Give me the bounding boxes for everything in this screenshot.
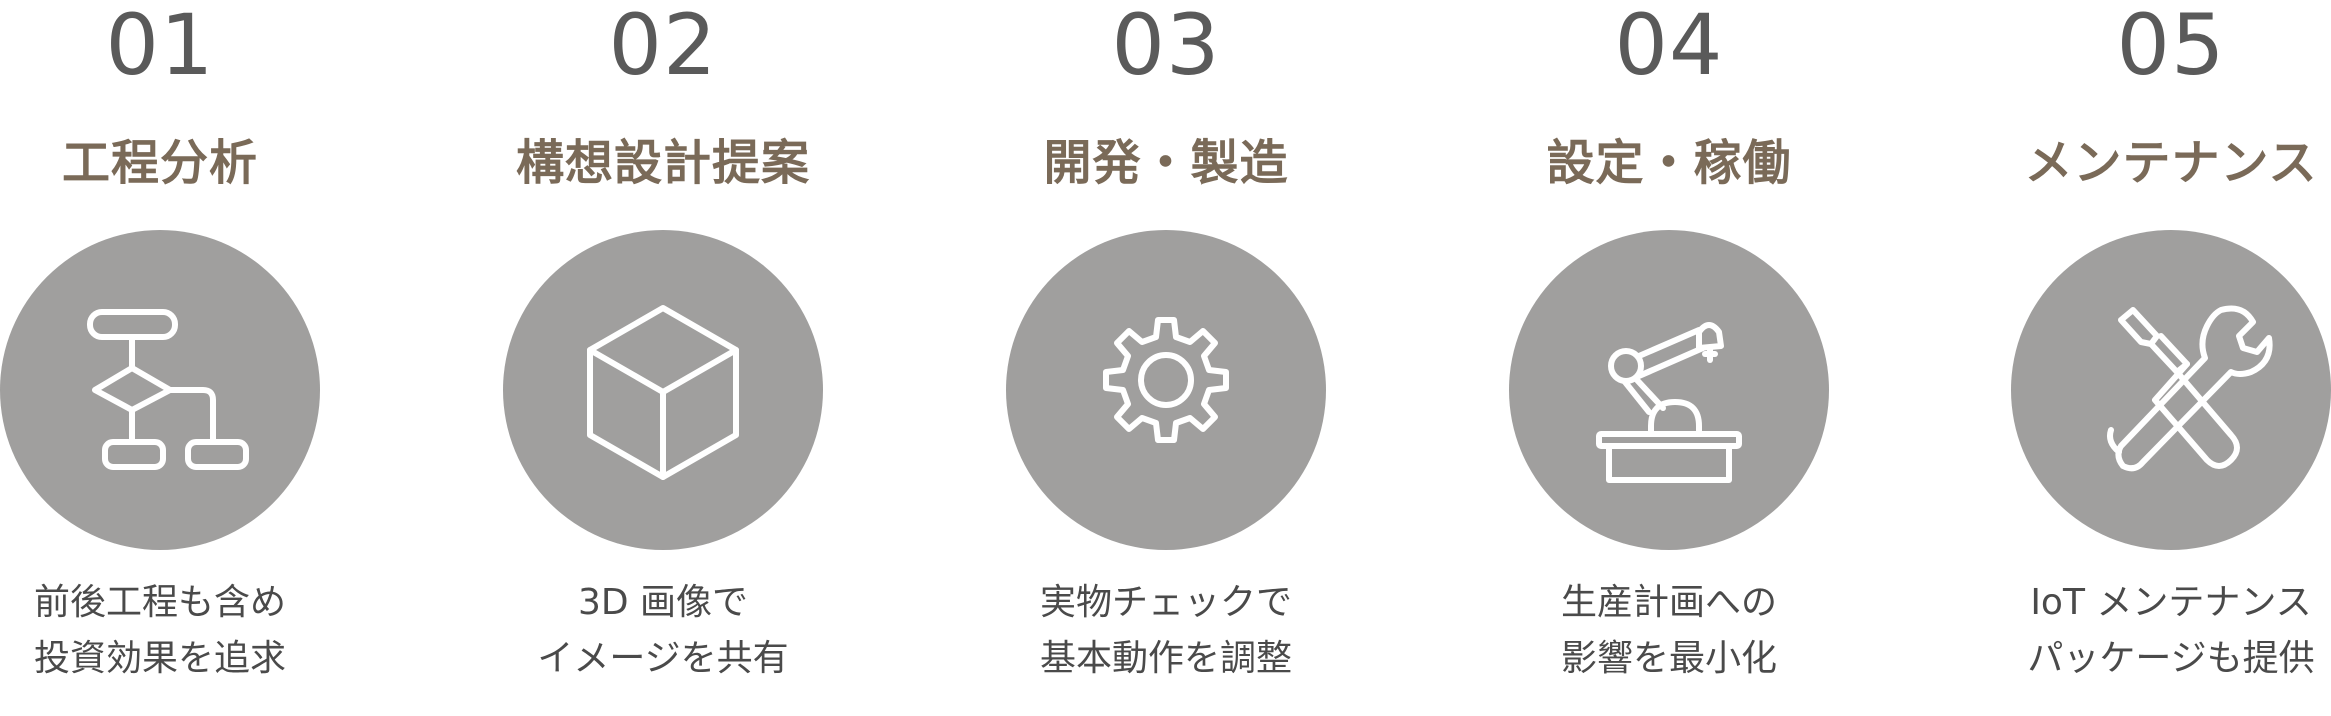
step-icon-circle bbox=[1006, 230, 1326, 550]
step-description-line: IoT メンテナンス bbox=[2030, 582, 2312, 623]
step-description-line: 基本動作を調整 bbox=[1039, 638, 1292, 679]
tools-icon bbox=[2107, 305, 2273, 472]
step-icon-circle bbox=[1509, 230, 1829, 550]
step-number: 05 bbox=[2116, 0, 2226, 94]
step-description-line: 生産計画への bbox=[1560, 582, 1777, 623]
step-number: 01 bbox=[105, 0, 215, 94]
step-description-line: 影響を最小化 bbox=[1560, 638, 1777, 679]
step-number: 03 bbox=[1111, 0, 1221, 94]
step-title: メンテナンス bbox=[2024, 135, 2318, 191]
step-description: IoT メンテナンス パッケージも提供 bbox=[1951, 575, 2331, 687]
step-description-line: 3D 画像で bbox=[577, 582, 749, 623]
flowchart-icon bbox=[87, 309, 249, 470]
step-description-line: パッケージも提供 bbox=[2027, 638, 2315, 679]
step-4: 04 設定・稼働 生産計画への 影響を最小化 bbox=[1449, 0, 1889, 716]
step-title: 開発・製造 bbox=[1043, 135, 1289, 191]
step-title: 設定・稼働 bbox=[1546, 135, 1792, 191]
step-description: 3D 画像で イメージを共有 bbox=[443, 575, 883, 687]
step-icon-circle bbox=[503, 230, 823, 550]
cube-icon bbox=[587, 305, 739, 480]
step-description-line: 実物チェックで bbox=[1039, 582, 1292, 623]
step-2: 02 構想設計提案 3D 画像で イメージを共有 bbox=[443, 0, 883, 716]
step-3: 03 開発・製造 実物チェックで 基本動作を調整 bbox=[946, 0, 1386, 716]
step-description-line: イメージを共有 bbox=[537, 638, 789, 679]
step-icon-circle bbox=[2011, 230, 2331, 550]
gear-icon bbox=[1103, 317, 1229, 443]
step-number: 04 bbox=[1614, 0, 1724, 94]
step-title: 構想設計提案 bbox=[515, 135, 810, 191]
step-title: 工程分析 bbox=[61, 135, 258, 191]
step-description: 実物チェックで 基本動作を調整 bbox=[946, 575, 1386, 687]
step-description-line: 投資効果を追求 bbox=[33, 638, 286, 679]
step-1: 01 工程分析 前後工程も含め 投資効果を追求 bbox=[0, 0, 380, 716]
robot-arm-icon bbox=[1596, 322, 1742, 483]
step-description: 生産計画への 影響を最小化 bbox=[1449, 575, 1889, 687]
step-description: 前後工程も含め 投資効果を追求 bbox=[0, 575, 380, 687]
step-description-line: 前後工程も含め bbox=[33, 582, 286, 623]
step-5: 05 メンテナンス IoT メンテナンス パッケージも提供 bbox=[1951, 0, 2331, 716]
step-number: 02 bbox=[608, 0, 718, 94]
step-icon-circle bbox=[0, 230, 320, 550]
